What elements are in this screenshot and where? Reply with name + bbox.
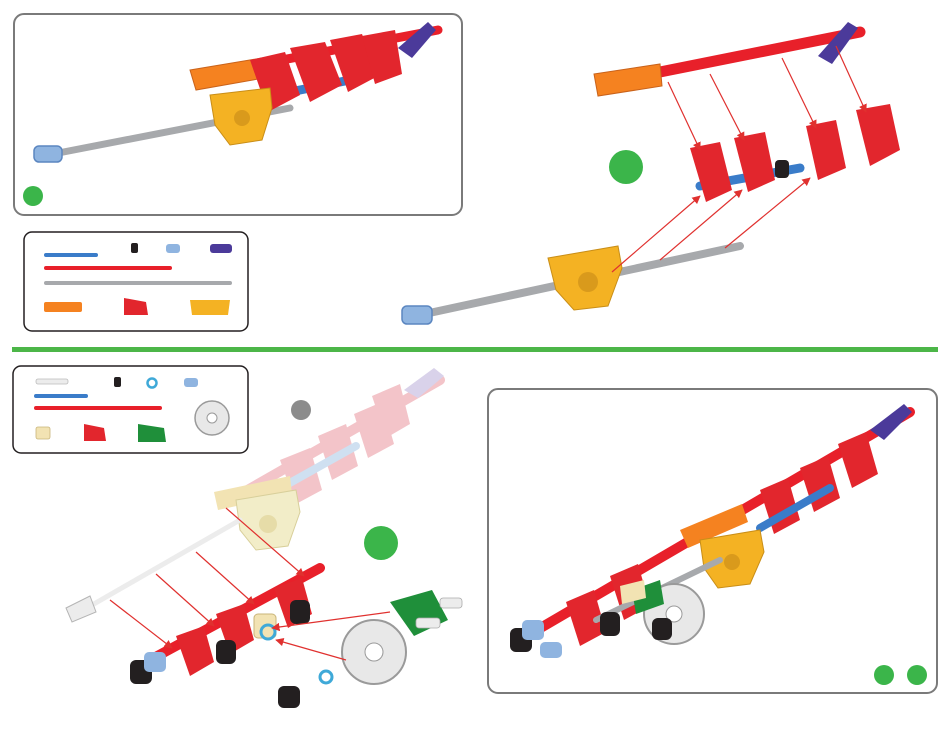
arrow (836, 46, 866, 112)
white-clip (66, 596, 96, 622)
arrow (156, 574, 214, 626)
section-divider (12, 347, 938, 352)
white-rod (80, 520, 240, 612)
green-connector (390, 590, 448, 636)
arrow (725, 178, 810, 248)
black-hub-part (131, 243, 138, 253)
lightblue-clip (522, 620, 544, 640)
step-dot-green (907, 665, 927, 685)
orange-connector (594, 64, 662, 96)
exploded-view-top-right (402, 22, 900, 324)
step-dot-green (609, 150, 643, 184)
black-hub-part (114, 377, 121, 387)
black-hub (216, 640, 236, 664)
yellow-connector-part (190, 300, 230, 315)
blue-spacer (320, 671, 332, 683)
white-rod-part (36, 379, 68, 384)
black-hub (600, 612, 620, 636)
red-connector-4 (856, 104, 900, 166)
orange-connector-part (44, 302, 82, 312)
lightblue-clip-part (166, 244, 180, 253)
white-peg (440, 598, 462, 608)
black-hub (290, 600, 310, 624)
black-hub (652, 618, 672, 640)
white-peg (416, 618, 440, 628)
step-dot-gray (291, 400, 311, 420)
step-dot-green (23, 186, 43, 206)
arrow (782, 58, 816, 128)
lightblue-clip (540, 642, 562, 658)
black-hub (278, 686, 300, 708)
red-connector-3 (806, 120, 846, 180)
step-dot-green (364, 526, 398, 560)
arrow (276, 640, 346, 660)
arrow (196, 552, 254, 604)
red-connector-1 (690, 142, 732, 202)
lightblue-clip (402, 306, 432, 324)
lightblue-clip-part (184, 378, 198, 387)
purple-clip-part (210, 244, 232, 253)
arrow (668, 82, 700, 150)
lightblue-clip (144, 652, 166, 672)
arrow (110, 600, 172, 648)
step-dot-green (874, 665, 894, 685)
lightblue-clip (34, 146, 62, 162)
black-hub (775, 160, 789, 178)
arrow (710, 74, 744, 140)
tan-connector-part (36, 427, 50, 439)
